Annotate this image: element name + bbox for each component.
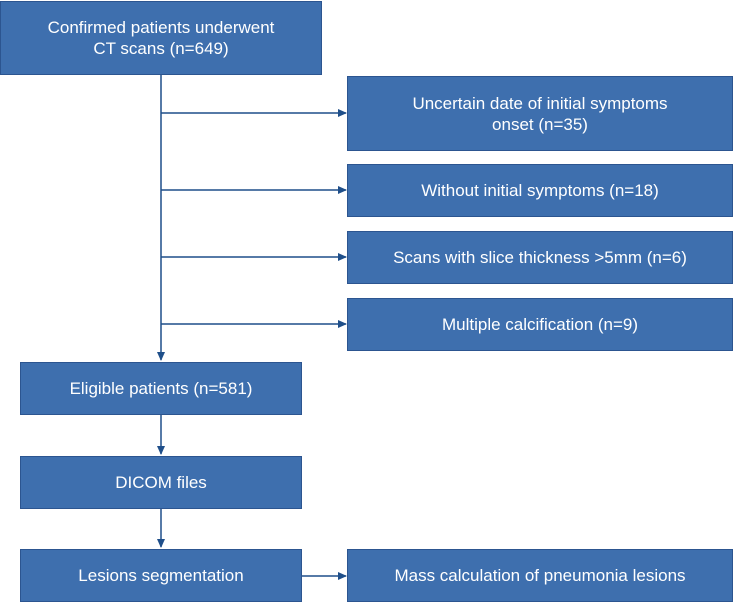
mass-calculation-box: Mass calculation of pneumonia lesions — [347, 549, 733, 602]
start-line1: Confirmed patients underwent — [47, 18, 275, 37]
dicom-label: DICOM files — [115, 473, 207, 492]
segmentation-box: Lesions segmentation — [20, 549, 302, 602]
exclusion-line1: Without initial symptoms (n=18) — [421, 181, 659, 200]
exclusion-line1: Uncertain date of initial symptoms — [412, 93, 668, 113]
exclusion-line2: onset (n=35) — [492, 114, 588, 134]
mass-calculation-label: Mass calculation of pneumonia lesions — [394, 566, 686, 585]
exclusion-box-without-symptoms: Without initial symptoms (n=18) — [347, 164, 733, 217]
dicom-box: DICOM files — [20, 456, 302, 509]
start-line2: CT scans (n=649) — [93, 39, 229, 58]
exclusion-line1: Multiple calcification (n=9) — [441, 315, 639, 334]
exclusion-box-uncertain-date: Uncertain date of initial symptoms onset… — [347, 76, 733, 151]
exclusion-line1: Scans with slice thickness >5mm (n=6) — [393, 248, 687, 267]
eligible-box: Eligible patients (n=581) — [20, 362, 302, 415]
exclusion-box-calcification: Multiple calcification (n=9) — [347, 298, 733, 351]
eligible-label: Eligible patients (n=581) — [69, 379, 253, 398]
exclusion-box-slice-thickness: Scans with slice thickness >5mm (n=6) — [347, 231, 733, 284]
start-box: Confirmed patients underwent CT scans (n… — [0, 1, 322, 75]
segmentation-label: Lesions segmentation — [78, 566, 244, 585]
